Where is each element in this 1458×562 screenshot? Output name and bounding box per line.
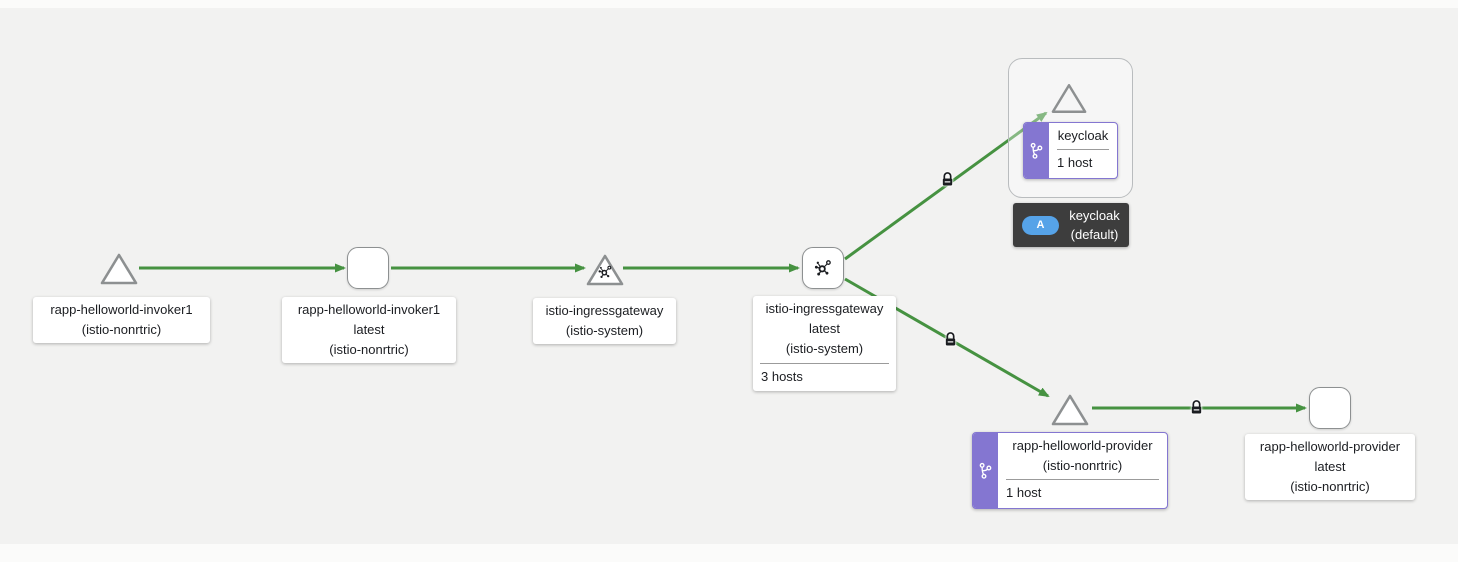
node-name: istio-ingressgateway bbox=[545, 303, 664, 318]
label-rapp-helloworld-provider-app[interactable]: rapp-helloworld-provider (istio-nonrtric… bbox=[972, 432, 1168, 509]
node-name: rapp-helloworld-provider bbox=[1259, 439, 1401, 454]
node-keycloak-triangle[interactable] bbox=[1051, 82, 1087, 115]
node-version: latest bbox=[1314, 459, 1346, 474]
node-rapp-helloworld-provider-latest[interactable] bbox=[1309, 387, 1351, 429]
mtls-lock-icon bbox=[945, 332, 956, 346]
node-namespace: (istio-system) bbox=[785, 341, 864, 356]
label-rapp-helloworld-invoker1-app[interactable]: rapp-helloworld-invoker1 (istio-nonrtric… bbox=[33, 297, 210, 343]
label-istio-ingressgateway-latest[interactable]: istio-ingressgateway latest (istio-syste… bbox=[753, 296, 896, 391]
node-name: istio-ingressgateway bbox=[765, 301, 884, 316]
gateway-icon bbox=[598, 265, 612, 278]
app-badge: A bbox=[1022, 215, 1059, 235]
node-istio-ingressgateway-latest[interactable] bbox=[802, 247, 844, 289]
node-version: latest bbox=[353, 322, 385, 337]
label-istio-ingressgateway-app[interactable]: istio-ingressgateway (istio-system) bbox=[533, 298, 676, 344]
version-branch-icon bbox=[979, 462, 992, 479]
tooltip-app-name: keycloak bbox=[1069, 208, 1120, 223]
version-branch-icon bbox=[1030, 142, 1043, 159]
edge-ingressgateway-latest-to-keycloak[interactable] bbox=[844, 111, 1048, 261]
node-name: keycloak bbox=[1057, 128, 1109, 143]
label-divider bbox=[760, 363, 889, 364]
node-rapp-helloworld-invoker1-latest[interactable] bbox=[347, 247, 389, 289]
top-margin bbox=[0, 0, 1458, 8]
node-version: latest bbox=[808, 321, 841, 336]
node-hover-tooltip: A keycloak (default) bbox=[1013, 203, 1129, 247]
node-namespace: (istio-nonrtric) bbox=[1290, 479, 1370, 494]
hosts-count: 3 hosts bbox=[761, 369, 803, 384]
node-rapp-helloworld-provider-app[interactable] bbox=[1051, 393, 1089, 427]
node-namespace: (istio-nonrtric) bbox=[1042, 458, 1123, 473]
node-name: rapp-helloworld-provider bbox=[1012, 438, 1153, 453]
mtls-lock-icon bbox=[942, 172, 953, 186]
label-divider bbox=[1057, 149, 1109, 150]
node-namespace: (istio-system) bbox=[565, 323, 644, 338]
node-namespace: (istio-nonrtric) bbox=[81, 322, 162, 337]
mtls-lock-icon bbox=[1191, 400, 1202, 414]
label-rapp-helloworld-invoker1-latest[interactable]: rapp-helloworld-invoker1 latest (istio-n… bbox=[282, 297, 456, 363]
node-rapp-helloworld-invoker1-app[interactable] bbox=[100, 252, 138, 286]
version-badge bbox=[973, 433, 998, 508]
version-badge bbox=[1024, 123, 1049, 178]
hosts-count: 1 host bbox=[1057, 155, 1093, 170]
node-name: rapp-helloworld-invoker1 bbox=[50, 302, 193, 317]
node-name: rapp-helloworld-invoker1 bbox=[297, 302, 441, 317]
bottom-margin bbox=[0, 544, 1458, 562]
label-keycloak-app[interactable]: keycloak 1 host bbox=[1023, 122, 1118, 179]
hosts-count: 1 host bbox=[1006, 485, 1042, 500]
label-rapp-helloworld-provider-latest[interactable]: rapp-helloworld-provider latest (istio-n… bbox=[1245, 434, 1415, 500]
tooltip-namespace: (default) bbox=[1070, 227, 1119, 242]
node-namespace: (istio-nonrtric) bbox=[329, 342, 409, 357]
gateway-icon bbox=[814, 260, 831, 276]
label-divider bbox=[1006, 479, 1159, 480]
